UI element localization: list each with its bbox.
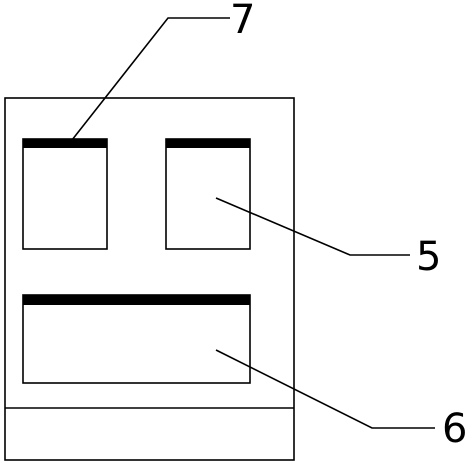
reference-number-5: 5 [416,234,441,280]
top-left-panel-bar [23,139,107,148]
cabinet-body [4,97,295,461]
top-right-panel [165,138,251,250]
reference-number-6: 6 [442,406,467,452]
top-right-panel-bar [166,139,250,148]
leader-line-7 [71,17,230,141]
bottom-panel [22,294,251,384]
leader-line-5 [215,197,410,256]
top-left-panel [22,138,108,250]
leader-line-6 [215,349,435,429]
reference-number-7: 7 [230,0,255,43]
bottom-panel-bar [23,295,250,305]
